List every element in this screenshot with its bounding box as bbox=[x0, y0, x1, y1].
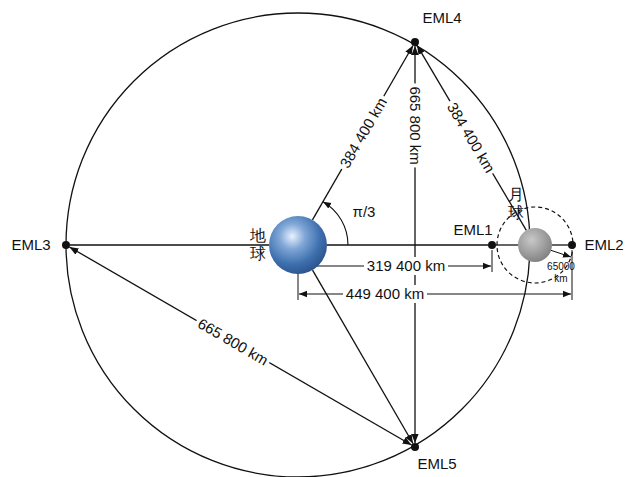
connector-line bbox=[70, 244, 269, 245]
point-label: EML4 bbox=[422, 10, 461, 27]
radius-label: 65000 km bbox=[544, 261, 578, 286]
dimension-line bbox=[299, 293, 571, 294]
lagrange-point-shape bbox=[568, 241, 576, 249]
distance-label: 384 400 km bbox=[443, 97, 501, 178]
connector-line bbox=[496, 244, 518, 245]
distance-label: 665 800 km bbox=[193, 313, 275, 370]
lagrange-point: EML2 bbox=[568, 241, 576, 249]
dimension-label: 319 400 km bbox=[364, 257, 448, 274]
connector-line bbox=[327, 244, 488, 245]
lagrange-point: EML1 bbox=[488, 241, 496, 249]
lagrange-point: EML5 bbox=[411, 443, 419, 451]
point-label: EML5 bbox=[417, 456, 456, 473]
angle-arc bbox=[323, 202, 348, 245]
point-label: EML3 bbox=[11, 237, 50, 254]
extension-line bbox=[572, 250, 573, 300]
lagrange-point-shape bbox=[488, 241, 496, 249]
lagrange-point: EML4 bbox=[411, 38, 419, 46]
lagrange-point-shape bbox=[411, 38, 419, 46]
point-label: EML1 bbox=[453, 222, 492, 239]
earth-globe: 地球 bbox=[269, 216, 327, 274]
extension-line bbox=[492, 250, 493, 272]
point-label: EML2 bbox=[584, 237, 623, 254]
connector-line bbox=[69, 247, 411, 445]
angle-label: π/3 bbox=[353, 203, 376, 220]
radius-arrow bbox=[550, 250, 571, 257]
connector-line bbox=[417, 45, 526, 230]
moon-body-shape bbox=[518, 228, 552, 262]
lagrange-point: EML3 bbox=[62, 241, 70, 249]
connector-line bbox=[312, 45, 413, 219]
body-name: 地球 bbox=[250, 227, 266, 262]
moon-body: 月球 bbox=[518, 228, 552, 262]
lagrange-point-shape bbox=[62, 241, 70, 249]
orbit-circle bbox=[66, 13, 530, 477]
lagrange-point-shape bbox=[411, 443, 419, 451]
distance-label: 384 400 km bbox=[334, 92, 391, 174]
connector-line bbox=[552, 244, 568, 245]
dimension-label: 449 400 km bbox=[343, 285, 427, 302]
earth-globe-shape bbox=[269, 216, 327, 274]
body-name: 月球 bbox=[508, 186, 524, 221]
distance-label: 665 800 km bbox=[406, 83, 423, 167]
